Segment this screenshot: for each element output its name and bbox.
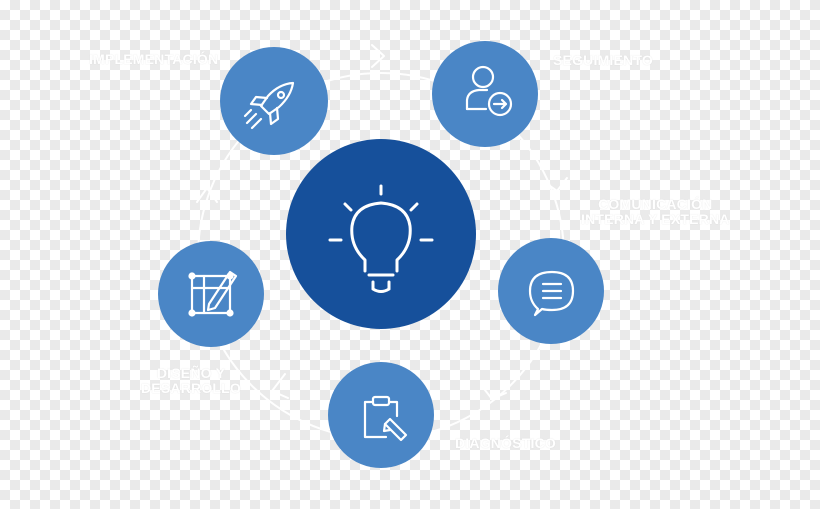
node-seguimiento-circle	[432, 41, 538, 147]
rocket-icon	[243, 81, 295, 130]
label-comunicacion-line1: COMUNICACIÓN	[598, 196, 713, 212]
label-comunicacion-line2: INTERNA Y EXTERNA	[581, 211, 730, 227]
node-diagnostico[interactable]	[328, 362, 434, 468]
label-diseno-line1: DISEÑO Y	[156, 365, 226, 381]
center-circle	[286, 139, 476, 329]
node-comunicacion[interactable]	[498, 238, 604, 344]
arrow-left	[196, 187, 218, 203]
node-diseno-circle	[158, 241, 264, 347]
cycle-arrows	[196, 44, 568, 400]
lightbulb-icon	[328, 184, 434, 293]
label-comunicacion: COMUNICACIÓN INTERNA Y EXTERNA	[581, 197, 730, 227]
arrow-right-lower	[480, 384, 507, 400]
arrow-right-upper	[542, 177, 568, 192]
design-grid-icon	[188, 270, 238, 317]
node-seguimiento[interactable]	[432, 41, 538, 147]
node-diagnostico-circle	[328, 362, 434, 468]
label-diagnostico: DIAGNÓSTICO	[455, 435, 556, 451]
node-implementacion-circle	[220, 47, 328, 155]
user-arrow-icon	[465, 65, 513, 117]
clipboard-icon	[363, 395, 408, 442]
arrow-top	[371, 44, 385, 68]
center-node[interactable]	[286, 139, 476, 329]
label-diseno: DISEÑO Y DESARROLLO	[141, 366, 241, 396]
arrow-bottom-left	[271, 373, 289, 399]
node-diseno[interactable]	[158, 241, 264, 347]
node-implementacion[interactable]	[220, 47, 328, 155]
chat-bubble-icon	[528, 270, 575, 317]
label-diseno-line2: DESARROLLO	[141, 380, 241, 396]
label-seguimiento: SEGUIMIENTO	[553, 52, 653, 68]
label-implementacion: IMPLEMENTACIÓN	[89, 51, 219, 67]
